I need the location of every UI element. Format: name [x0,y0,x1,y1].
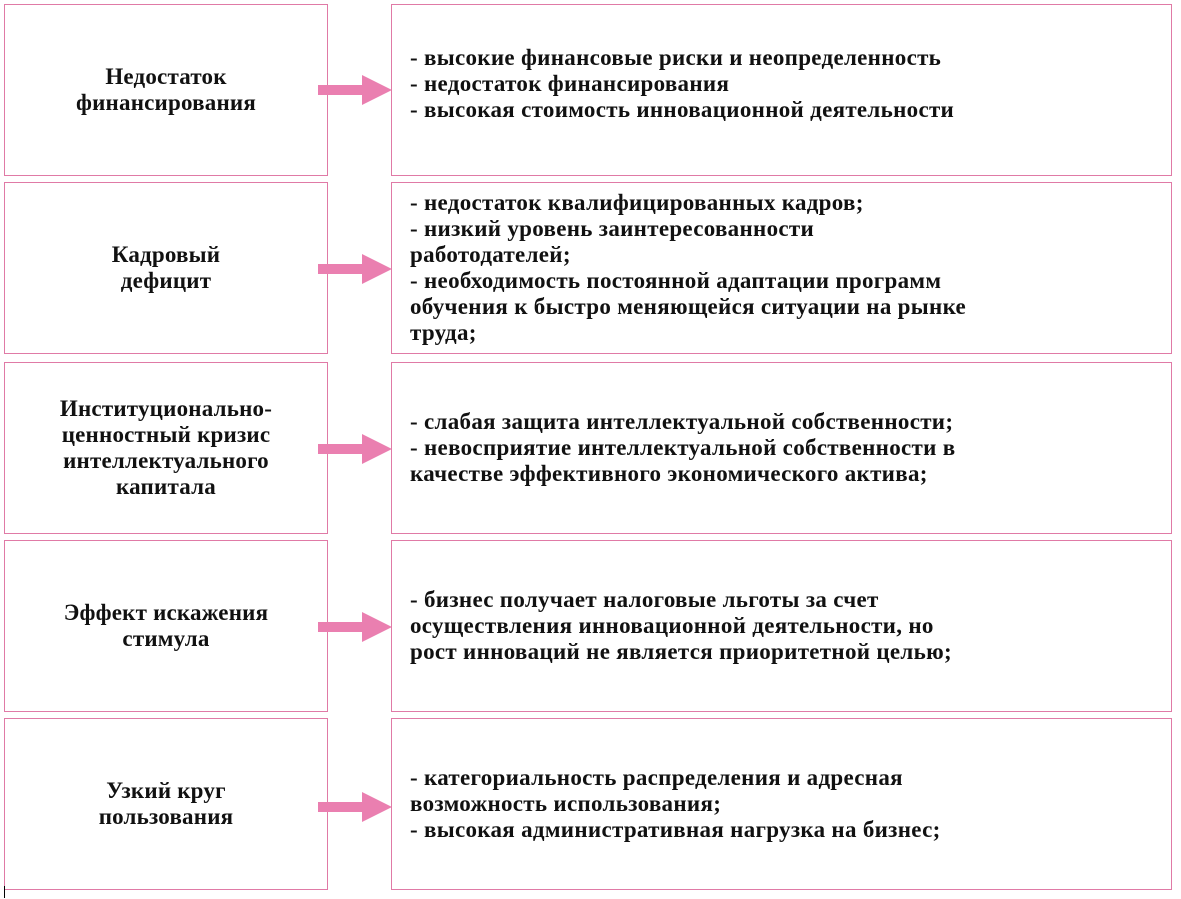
arrow-icon [318,792,392,822]
cause-label: Недостаток финансирования [75,64,257,115]
effect-box-funding: - высокие финансовые риски и неопределен… [391,4,1172,176]
effect-list: - бизнес получает налоговые льготы за сч… [410,587,952,664]
effect-list: - категориальность распределения и адрес… [410,765,941,842]
arrow-icon [318,254,392,284]
cause-label: Кадровый дефицит [111,242,221,293]
cause-box-institutional: Институционально- ценностный кризис инте… [4,362,328,534]
arrow-icon [318,434,392,464]
cause-label: Эффект искажения стимула [63,600,269,651]
effect-box-institutional: - слабая защита интеллектуальной собстве… [391,362,1172,534]
text-cursor-mark [4,886,5,898]
cause-box-funding: Недостаток финансирования [4,4,328,176]
effect-box-incentive: - бизнес получает налоговые льготы за сч… [391,540,1172,712]
effect-box-narrow-use: - категориальность распределения и адрес… [391,718,1172,890]
arrow-icon [318,75,392,105]
cause-label: Узкий круг пользования [98,778,234,829]
cause-box-narrow-use: Узкий круг пользования [4,718,328,890]
effect-list: - недостаток квалифицированных кадров; -… [410,190,967,345]
effect-list: - слабая защита интеллектуальной собстве… [410,409,956,486]
cause-box-incentive: Эффект искажения стимула [4,540,328,712]
cause-label: Институционально- ценностный кризис инте… [59,396,273,499]
arrow-icon [318,612,392,642]
effect-box-staff: - недостаток квалифицированных кадров; -… [391,182,1172,354]
cause-box-staff: Кадровый дефицит [4,182,328,354]
effect-list: - высокие финансовые риски и неопределен… [410,45,955,122]
